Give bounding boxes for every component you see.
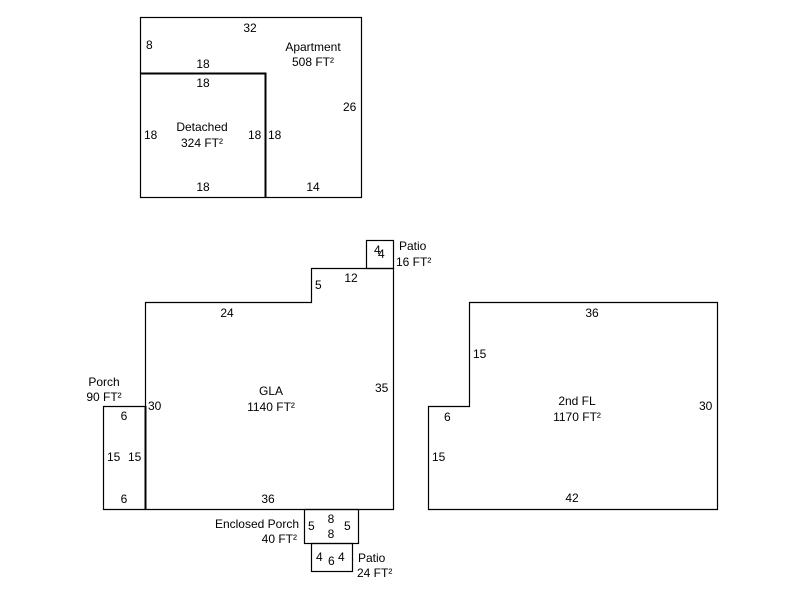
dimension-label: 14 — [306, 180, 320, 194]
dimension-label: 6 — [328, 554, 335, 568]
area-size: 1170 FT² — [553, 410, 601, 424]
dimension-label: 5 — [344, 519, 351, 533]
dimension-label: 12 — [344, 271, 358, 285]
dimension-label: 15 — [432, 450, 446, 464]
dimension-label: 8 — [146, 38, 153, 52]
dimension-label: 5 — [308, 519, 315, 533]
detached-outline — [140, 72, 267, 198]
dimension-label: 18 — [196, 180, 210, 194]
dimension-label: 18 — [196, 76, 210, 90]
dimension-label: 35 — [375, 381, 389, 395]
dimension-label: 4 — [338, 550, 345, 564]
area-size: 16 FT² — [396, 255, 432, 269]
dimension-label: 18 — [196, 57, 210, 71]
area-name: 2nd FL — [558, 394, 596, 408]
area-size: 324 FT² — [180, 136, 224, 150]
area-size: 24 FT² — [357, 566, 393, 580]
area-size: 40 FT² — [261, 532, 297, 546]
dimension-label: 4 — [378, 247, 385, 261]
area-name: Patio — [399, 239, 427, 253]
dimension-label: 18 — [248, 128, 262, 142]
dimension-label: 5 — [315, 278, 322, 292]
dimension-label: 36 — [585, 306, 599, 320]
dimension-label: 15 — [128, 450, 142, 464]
dimension-label: 42 — [565, 491, 579, 505]
area-name: Apartment — [285, 40, 341, 54]
second-fl-outline — [427, 301, 719, 511]
area-size: 90 FT² — [86, 390, 122, 404]
area-size: 1140 FT² — [247, 400, 295, 414]
area-name: Patio — [358, 551, 386, 565]
dimension-label: 18 — [144, 128, 158, 142]
dimension-label: 30 — [699, 399, 713, 413]
dimension-label: 32 — [243, 21, 257, 35]
area-name: Porch — [88, 375, 120, 389]
apartment-outline — [139, 16, 363, 199]
dimension-label: 6 — [120, 492, 128, 506]
patio-bottom-outline — [310, 542, 354, 573]
dimension-label: 24 — [220, 306, 234, 320]
area-name: GLA — [258, 384, 284, 398]
dimension-label: 36 — [261, 492, 275, 506]
dimension-label: 8 — [327, 527, 335, 541]
dimension-label: 30 — [148, 399, 162, 413]
dimension-label: 15 — [107, 450, 121, 464]
dimension-label: 15 — [473, 347, 487, 361]
dimension-label: 6 — [444, 410, 451, 424]
dimension-label: 4 — [316, 550, 323, 564]
dimension-label: 6 — [120, 409, 128, 423]
dimension-label: 26 — [343, 100, 357, 114]
area-name: Detached — [176, 120, 228, 134]
area-name: Enclosed Porch — [214, 517, 299, 531]
area-size: 508 FT² — [291, 55, 335, 69]
dimension-label: 8 — [327, 512, 335, 526]
dimension-label: 4 — [374, 243, 381, 257]
dimension-label: 18 — [268, 128, 282, 142]
porch-outline — [102, 405, 146, 511]
